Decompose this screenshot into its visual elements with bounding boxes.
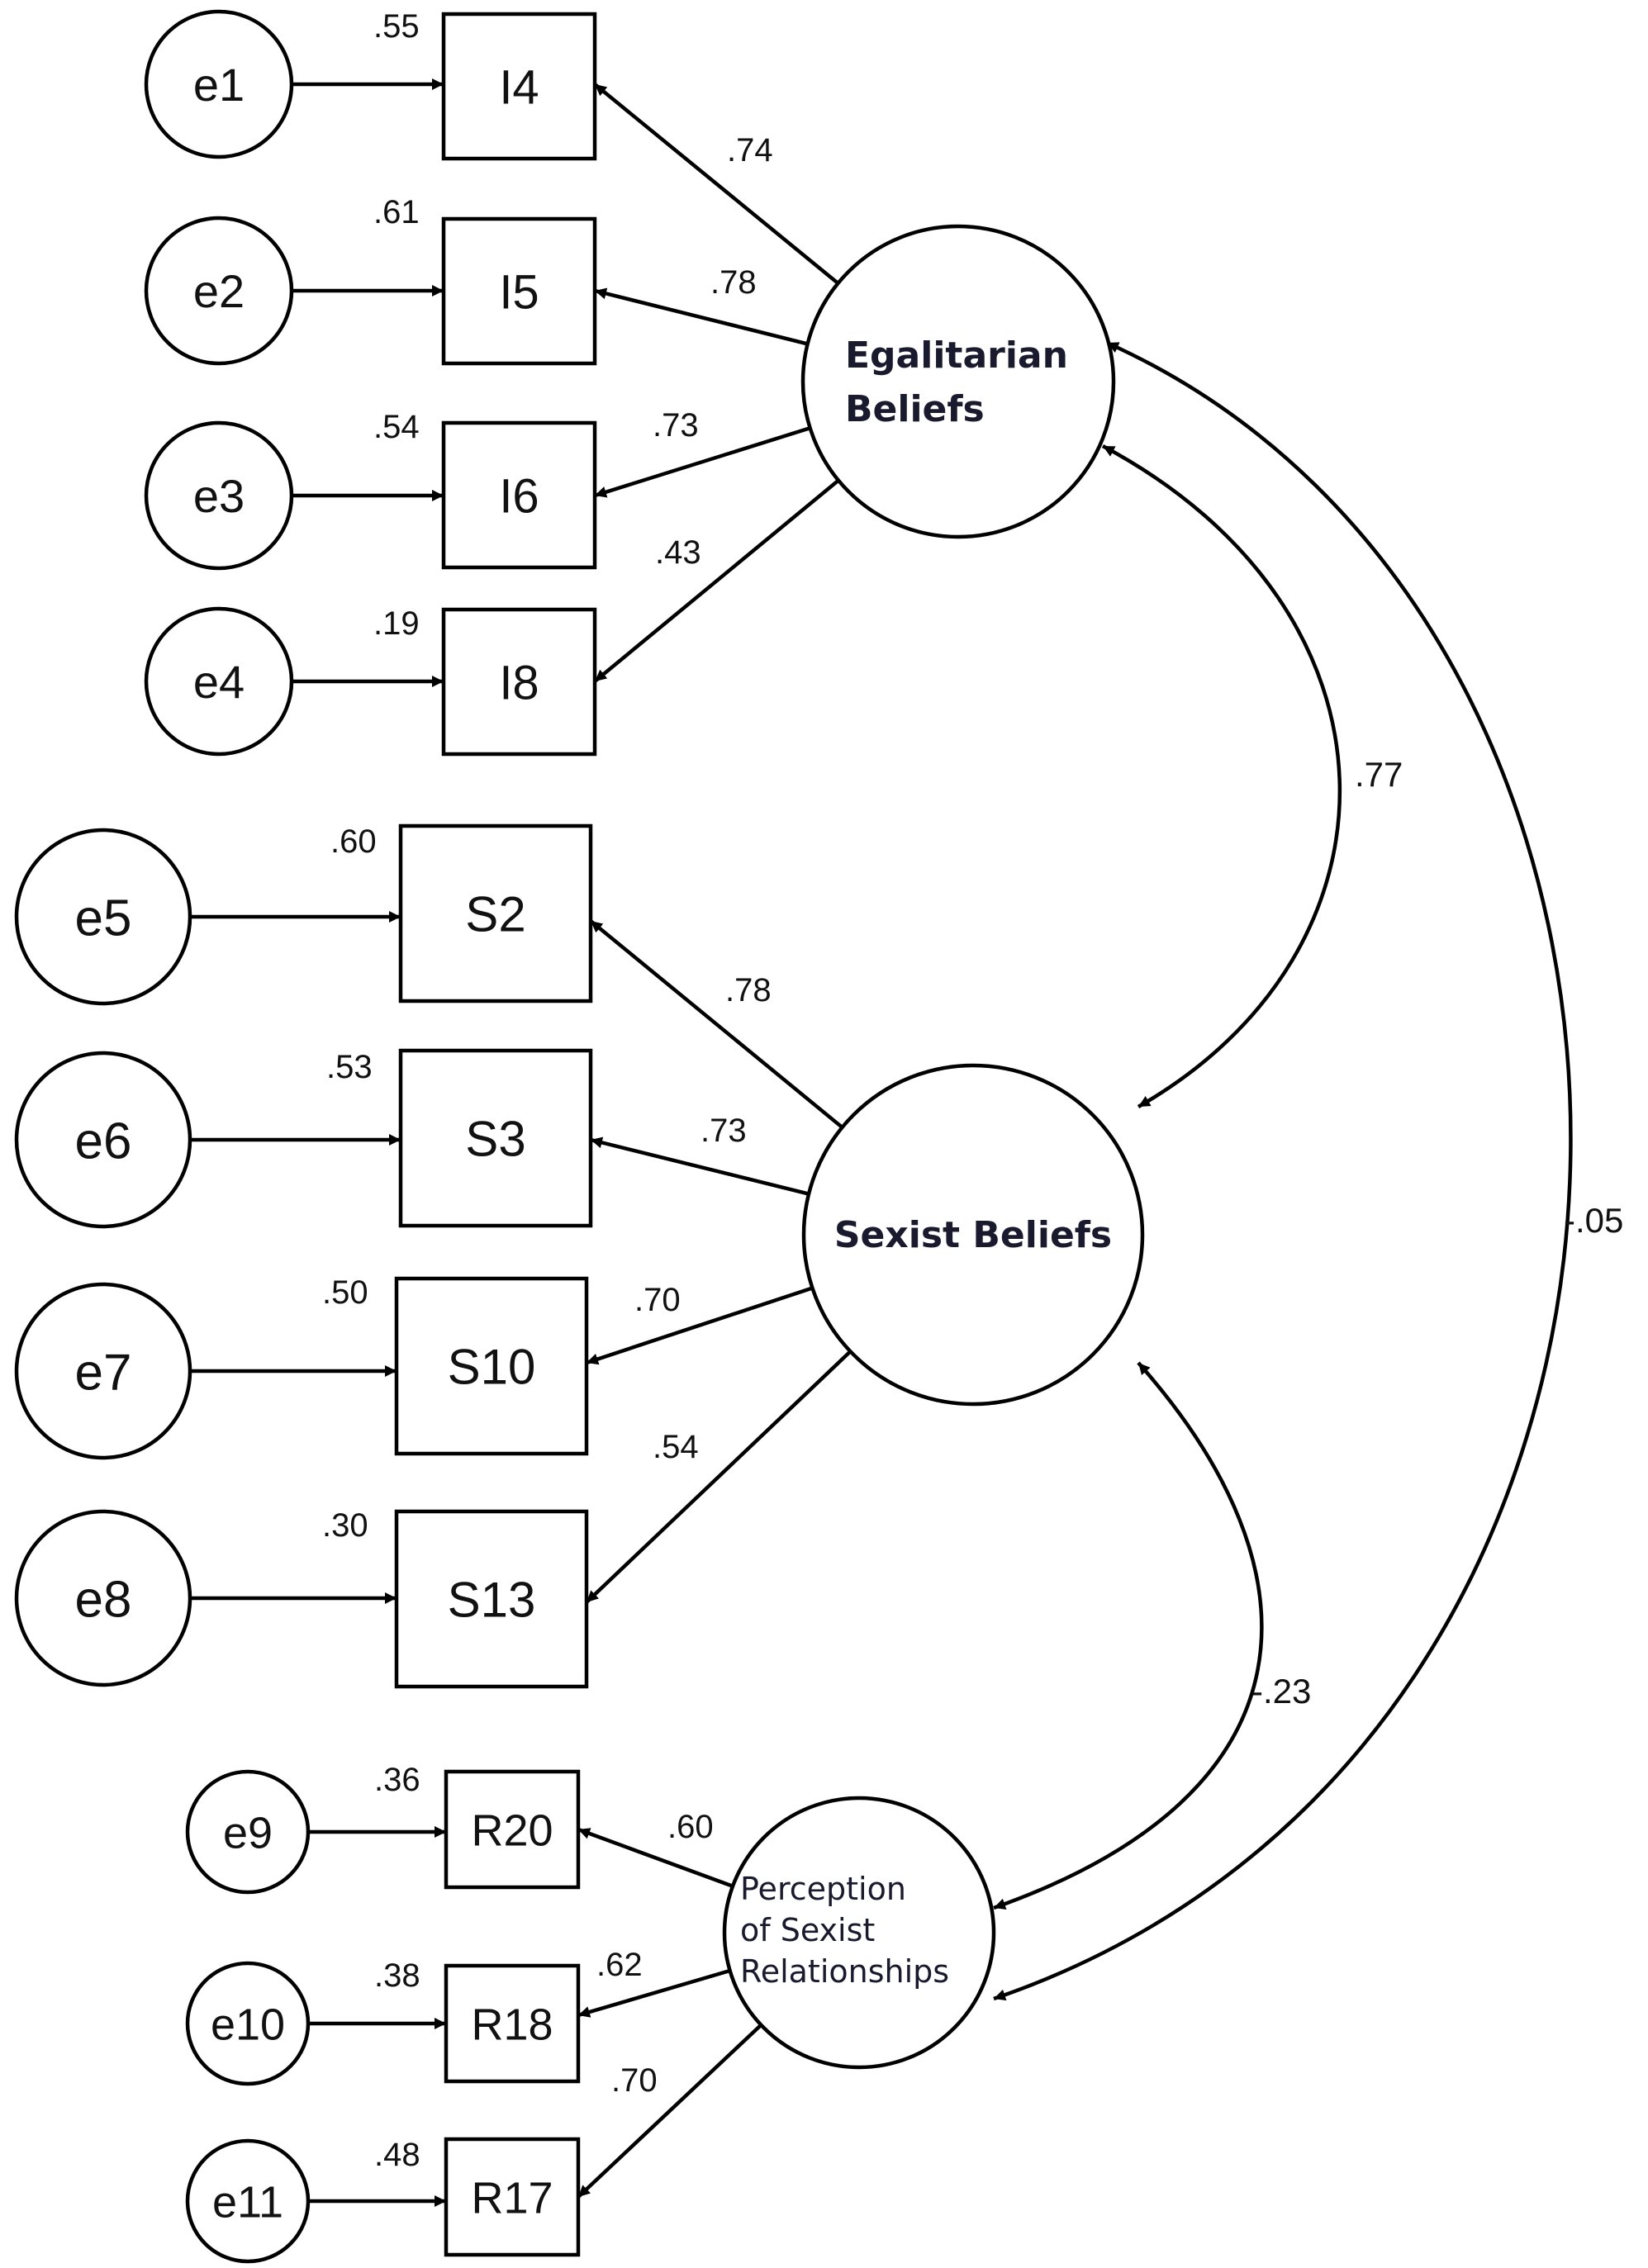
r-squared-label: .48 xyxy=(374,2137,420,2173)
correlation-label: -.05 xyxy=(1564,1201,1623,1240)
loading-path-arrow xyxy=(594,426,811,498)
latent-label: Beliefs xyxy=(845,388,985,430)
indicator-label: I5 xyxy=(499,265,539,319)
loading-path-arrow xyxy=(590,1136,810,1196)
loading-path-arrow xyxy=(586,1286,814,1365)
indicator-box: S13 xyxy=(394,1509,589,1689)
error-label: e11 xyxy=(212,2177,283,2227)
loading-path-arrow xyxy=(589,919,843,1129)
indicator-label: I8 xyxy=(499,656,539,709)
loading-path-arrow xyxy=(593,478,840,683)
r-squared-label: .61 xyxy=(373,194,420,230)
error-label: e6 xyxy=(75,1113,132,1170)
r-squared-label: .53 xyxy=(326,1049,373,1085)
error-term: e10 xyxy=(185,1961,311,2086)
indicator-box: I4 xyxy=(441,12,597,161)
error-label: e8 xyxy=(75,1571,132,1628)
indicator-label: R20 xyxy=(471,1805,553,1855)
latent-label: of Sexist xyxy=(740,1912,875,1948)
correlation-sexist-perception xyxy=(993,1361,1264,1910)
loading-label: .70 xyxy=(634,1282,681,1318)
indicator-label: S2 xyxy=(465,887,525,942)
error-term: e6 xyxy=(14,1051,192,1229)
loading-path-arrow xyxy=(577,2024,762,2199)
r-squared-label: .50 xyxy=(322,1274,368,1311)
indicator-box: I6 xyxy=(441,420,597,570)
indicator-label: I4 xyxy=(499,60,539,114)
indicator-label: R17 xyxy=(471,2173,553,2223)
error-label: e1 xyxy=(193,59,245,111)
error-term: e3 xyxy=(144,420,294,571)
correlation-egalitarian-sexist xyxy=(1101,444,1342,1108)
error-term: e11 xyxy=(185,2138,311,2264)
indicator-box: S2 xyxy=(398,823,593,1004)
error-label: e3 xyxy=(193,470,245,522)
loading-label: .60 xyxy=(667,1809,714,1845)
indicator-box: S3 xyxy=(398,1048,593,1228)
indicator-label: R18 xyxy=(471,2000,553,2049)
loading-path-arrow xyxy=(577,1968,731,2018)
loading-path-arrow xyxy=(594,287,809,346)
correlation-label: -.23 xyxy=(1251,1672,1311,1710)
error-term: e9 xyxy=(185,1769,311,1895)
indicator-label: I6 xyxy=(499,469,539,523)
correlation-egalitarian-perception xyxy=(993,340,1573,2001)
indicator-box: R20 xyxy=(444,1769,581,1890)
indicator-box: I5 xyxy=(441,216,597,366)
latent-label: Perception xyxy=(740,1871,906,1907)
error-term: e2 xyxy=(144,216,294,366)
error-term: e7 xyxy=(14,1282,192,1460)
latent-perception-of-sexist-relationships: Perception of Sexist Relationships xyxy=(722,1796,996,2070)
latent-egalitarian-beliefs: Egalitarian Beliefs xyxy=(800,224,1116,539)
r-squared-label: .19 xyxy=(373,605,420,642)
loading-label: .73 xyxy=(701,1113,747,1149)
loading-label: .78 xyxy=(710,264,757,301)
loading-label: .70 xyxy=(611,2062,658,2099)
indicator-box: R17 xyxy=(444,2137,581,2257)
error-label: e2 xyxy=(193,265,245,317)
latent-label: Relationships xyxy=(740,1953,949,1990)
error-term: e5 xyxy=(14,828,192,1006)
loading-label: .74 xyxy=(727,132,773,168)
latent-label: Sexist Beliefs xyxy=(834,1214,1112,1256)
error-term: e4 xyxy=(144,606,294,757)
loading-label: .54 xyxy=(653,1429,699,1465)
latent-label: Egalitarian xyxy=(845,335,1068,377)
error-term: e1 xyxy=(144,9,294,159)
loading-label: .73 xyxy=(653,407,699,444)
error-label: e9 xyxy=(223,1808,273,1858)
loading-label: .43 xyxy=(655,534,701,571)
error-label: e4 xyxy=(193,656,245,708)
indicator-label: S10 xyxy=(448,1340,536,1395)
r-squared-label: .30 xyxy=(322,1507,368,1544)
loading-label: .78 xyxy=(725,972,772,1008)
error-label: e5 xyxy=(75,890,132,947)
error-label: e7 xyxy=(75,1344,132,1401)
loading-path-arrow xyxy=(593,83,839,285)
error-term: e8 xyxy=(14,1509,192,1687)
r-squared-label: .60 xyxy=(330,823,377,860)
r-squared-label: .36 xyxy=(374,1762,420,1798)
r-squared-label: .38 xyxy=(374,1957,420,1994)
error-label: e10 xyxy=(211,2000,285,2049)
indicator-box: I8 xyxy=(441,607,597,757)
loading-label: .62 xyxy=(596,1947,643,1983)
indicator-label: S13 xyxy=(448,1573,536,1628)
indicator-box: R18 xyxy=(444,1963,581,2084)
loading-path-arrow xyxy=(585,1350,852,1604)
latent-sexist-beliefs: Sexist Beliefs xyxy=(801,1063,1145,1407)
r-squared-label: .55 xyxy=(373,8,420,45)
correlation-label: .77 xyxy=(1355,755,1403,794)
indicator-box: S10 xyxy=(394,1276,589,1456)
r-squared-label: .54 xyxy=(373,409,420,445)
loading-path-arrow xyxy=(577,1827,734,1888)
indicator-label: S3 xyxy=(465,1112,525,1167)
